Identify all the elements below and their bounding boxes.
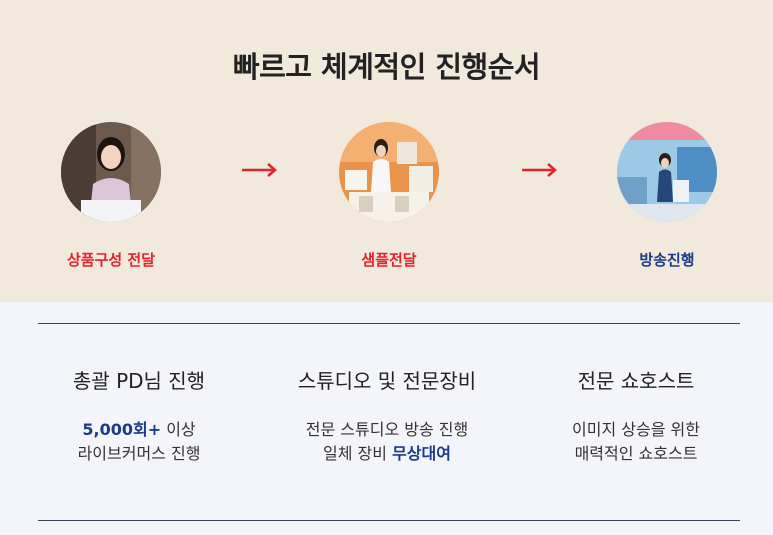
feature-2-title: 스튜디오 및 전문장비 xyxy=(297,369,477,393)
feature-2-line2: 일체 장비 xyxy=(323,444,393,463)
step-3-photo xyxy=(617,122,717,222)
step-1-photo xyxy=(61,122,161,222)
feature-2-desc: 전문 스튜디오 방송 진행 일체 장비 무상대여 xyxy=(262,418,512,466)
feature-3-line1: 이미지 상승을 위한 xyxy=(572,420,700,439)
divider-top xyxy=(38,323,740,324)
section-title: 빠르고 체계적인 진행순서 xyxy=(232,50,541,84)
step-2-photo xyxy=(339,122,439,222)
feature-1-title: 총괄 PD님 진행 xyxy=(72,369,206,393)
feature-3-desc: 이미지 상승을 위한 매력적인 쇼호스트 xyxy=(511,418,761,466)
feature-1-highlight: 5,000회+ xyxy=(82,420,162,439)
step-1-label: 상품구성 전달 xyxy=(66,251,156,269)
feature-2-line1: 전문 스튜디오 방송 진행 xyxy=(305,420,469,439)
step-2-label: 샘플전달 xyxy=(361,251,417,269)
feature-2-highlight: 무상대여 xyxy=(392,444,451,463)
feature-1-desc: 5,000회+ 이상 라이브커머스 진행 xyxy=(14,418,264,466)
feature-3-line2: 매력적인 쇼호스트 xyxy=(574,444,698,463)
step-3-label: 방송진행 xyxy=(639,251,695,269)
arrow-right-icon xyxy=(522,163,557,177)
arrow-right-icon xyxy=(242,163,277,177)
divider-bottom xyxy=(38,520,740,521)
feature-1-line1: 이상 xyxy=(161,420,196,439)
feature-3-title: 전문 쇼호스트 xyxy=(577,369,695,393)
feature-1-line2: 라이브커머스 진행 xyxy=(77,444,201,463)
